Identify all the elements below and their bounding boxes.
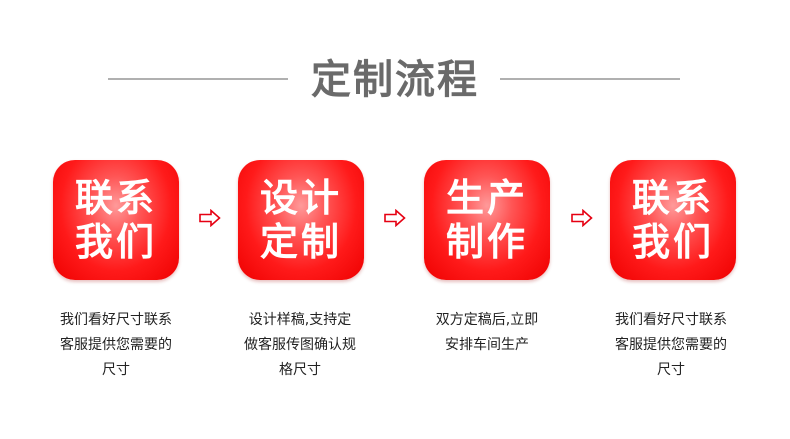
page-title: 定制流程 [311, 57, 479, 103]
header-rule-right [500, 78, 680, 80]
step-4-desc-line: 我们看好尺寸联系 [615, 312, 727, 328]
step-1-desc-line: 我们看好尺寸联系 [60, 312, 172, 328]
step-1-desc-line: 尺寸 [102, 362, 130, 378]
step-3-description: 双方定稿后,立即 安排车间生产 [412, 308, 562, 358]
step-1-box: 联系 我们 [53, 160, 179, 280]
step-3-desc-line: 安排车间生产 [445, 337, 529, 353]
step-2-title-line2: 定制 [259, 220, 342, 264]
step-4-desc-line: 客服提供您需要的 [615, 337, 727, 353]
step-3-title-line2: 制作 [445, 220, 528, 264]
step-1-title-line2: 我们 [74, 220, 157, 264]
step-4-desc-line: 尺寸 [657, 362, 685, 378]
step-4-title-line2: 我们 [631, 220, 714, 264]
step-2-desc-line: 做客服传图确认规 [244, 337, 356, 353]
step-1-title-line1: 联系 [74, 176, 157, 220]
step-2-desc-line: 格尺寸 [279, 362, 321, 378]
step-1-desc-line: 客服提供您需要的 [60, 337, 172, 353]
step-4-description: 我们看好尺寸联系 客服提供您需要的 尺寸 [596, 308, 746, 383]
step-3-box: 生产 制作 [424, 160, 550, 280]
step-4-box: 联系 我们 [610, 160, 736, 280]
header-rule-left [108, 78, 288, 80]
step-3-desc-line: 双方定稿后,立即 [435, 312, 539, 328]
step-1-description: 我们看好尺寸联系 客服提供您需要的 尺寸 [41, 308, 191, 383]
step-2-desc-line: 设计样稿,支持定 [248, 312, 352, 328]
section-header: 定制流程 [0, 52, 790, 108]
step-2-box: 设计 定制 [238, 160, 364, 280]
hollow-arrow-right-icon [571, 209, 593, 227]
hollow-arrow-right-icon [199, 209, 221, 227]
step-2-description: 设计样稿,支持定 做客服传图确认规 格尺寸 [225, 308, 375, 383]
step-2-title-line1: 设计 [259, 176, 342, 220]
step-3-title-line1: 生产 [445, 176, 528, 220]
hollow-arrow-right-icon [384, 209, 406, 227]
step-4-title-line1: 联系 [631, 176, 714, 220]
